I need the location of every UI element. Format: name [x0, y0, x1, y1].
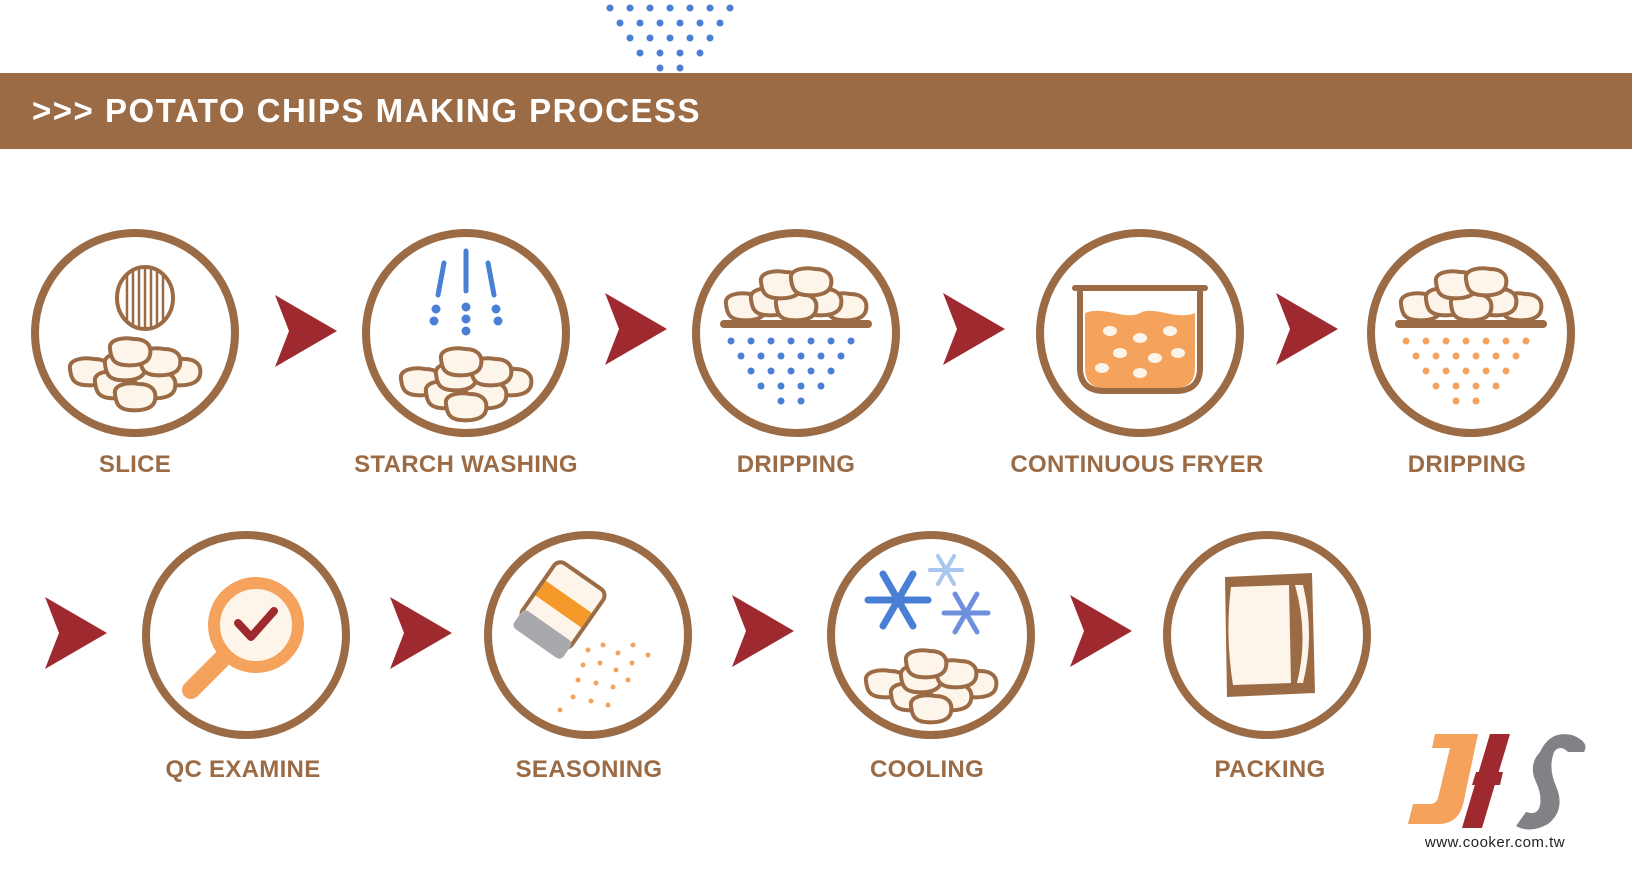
arrow-icon	[605, 293, 667, 365]
step-qc-examine-icon	[142, 531, 350, 739]
step-label-cooling: COOLING	[869, 756, 985, 783]
logo-url: www.cooker.com.tw	[1424, 834, 1566, 851]
arrow-icon	[275, 295, 337, 367]
title-banner: >>> POTATO CHIPS MAKING PROCESS	[0, 73, 1632, 149]
step-label-slice: SLICE	[98, 451, 172, 478]
step-packing-icon	[1163, 531, 1371, 739]
step-dripping-oil-icon	[606, 4, 1575, 437]
jhs-logo	[1408, 734, 1586, 830]
arrow-icon	[45, 597, 107, 669]
step-seasoning-icon	[484, 531, 692, 739]
step-label-qc-examine: QC EXAMINE	[165, 756, 321, 783]
step-starch-washing-icon	[362, 229, 570, 437]
step-label-seasoning: SEASONING	[515, 756, 663, 783]
step-cooling-icon	[827, 531, 1035, 739]
page-title: >>> POTATO CHIPS MAKING PROCESS	[32, 92, 702, 129]
step-dripping-water-icon	[692, 229, 900, 437]
step-slice-icon	[31, 229, 239, 437]
step-continuous-fryer-icon	[1036, 229, 1244, 437]
step-label-dripping: DRIPPING	[736, 451, 856, 478]
step-label-dripping-2: DRIPPING	[1407, 451, 1527, 478]
arrow-icon	[1070, 595, 1132, 667]
step-label-continuous-fryer: CONTINUOUS FRYER	[1010, 451, 1264, 478]
step-label-starch-washing: STARCH WASHING	[354, 451, 578, 478]
step-label-packing: PACKING	[1214, 756, 1326, 783]
arrow-icon	[1276, 293, 1338, 365]
arrow-icon	[732, 595, 794, 667]
arrow-icon	[390, 597, 452, 669]
arrow-icon	[943, 293, 1005, 365]
